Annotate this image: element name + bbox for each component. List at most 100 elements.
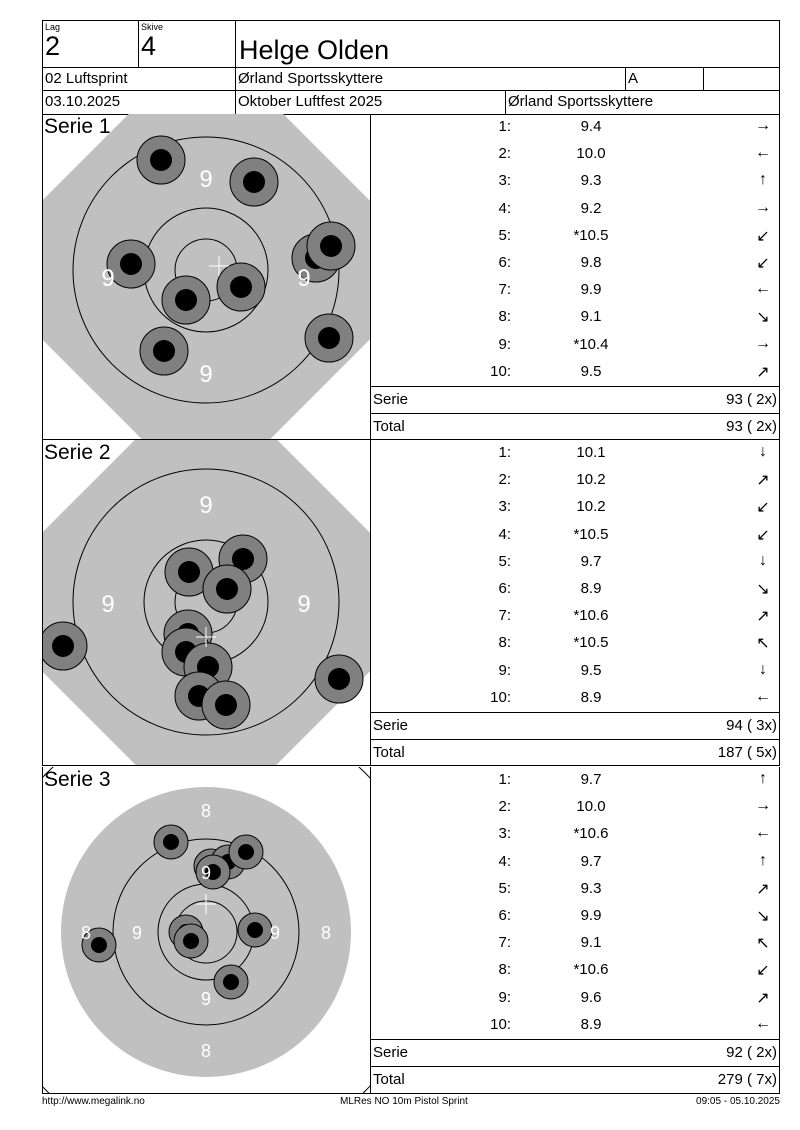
group-center-cross: [196, 627, 216, 647]
shot-number: 8:: [498, 308, 511, 326]
shot-row: 8:*10.5↖: [371, 630, 779, 657]
shot-center: [328, 668, 350, 690]
direction-arrow-icon: ↖: [756, 635, 770, 653]
group-center-cross: [209, 256, 229, 276]
total-value: 187 ( 5x): [717, 744, 777, 761]
direction-arrow-icon: ↙: [756, 227, 770, 245]
direction-arrow-icon: ↖: [756, 935, 770, 953]
group-center-cross: [196, 894, 216, 914]
direction-arrow-icon: ↙: [756, 499, 770, 517]
ring: [72, 136, 340, 404]
direction-arrow-icon: ←: [755, 1014, 771, 1032]
direction-arrow-icon: ←: [755, 687, 771, 705]
shot-row: 7:9.1↖: [371, 930, 779, 957]
footer-url[interactable]: http://www.megalink.no: [42, 1096, 145, 1107]
shot-number: 6:: [498, 254, 511, 271]
direction-arrow-icon: ↙: [756, 962, 770, 980]
shot-row: 2:10.2↗: [371, 467, 779, 494]
shot-score: 9.5: [580, 362, 602, 380]
serie-value: 93 ( 2x): [726, 391, 777, 408]
shot-center: [52, 635, 74, 657]
shot-score: 10.0: [576, 798, 606, 816]
ring-label: 9: [270, 923, 280, 943]
shot-number: 1:: [498, 444, 511, 461]
shot-row: 10:8.9←: [371, 1012, 779, 1039]
direction-arrow-icon: →: [755, 797, 771, 815]
shot-center: [120, 253, 142, 275]
shot-score: 9.6: [580, 988, 602, 1006]
shot-row: 1:10.1↓: [371, 440, 779, 467]
lag-value: 2: [45, 31, 61, 61]
ring-label: 8: [81, 923, 91, 943]
lag-label: Lag: [45, 22, 61, 32]
shot-number: 7:: [498, 281, 511, 299]
shot-center: [230, 276, 252, 298]
shot-row: 2:10.0←: [371, 141, 779, 168]
direction-arrow-icon: ↑: [759, 171, 767, 189]
serie-title: Serie 1: [44, 115, 111, 138]
ring-label: 9: [101, 591, 114, 618]
shot-center: [223, 974, 239, 990]
shot-number: 7:: [498, 607, 511, 625]
shot-score: 10.2: [576, 498, 606, 516]
ring-label: 9: [101, 265, 114, 292]
shot-number: 9:: [498, 661, 511, 679]
skive-label: Skive: [141, 22, 164, 32]
competition-class: 02 Luftsprint: [42, 67, 236, 91]
shot-row: 2:10.0→: [371, 794, 779, 821]
target-background: [43, 114, 370, 439]
shot-center: [215, 694, 237, 716]
shot-number: 6:: [498, 907, 511, 924]
shot-row: 7:*10.6↗: [371, 603, 779, 630]
direction-arrow-icon: ←: [755, 824, 771, 842]
shot-row: 7:9.9←: [371, 277, 779, 304]
shot-score: 9.9: [580, 907, 602, 924]
shot-center: [318, 327, 340, 349]
shot-center: [178, 561, 200, 583]
shot-row: 9:9.6↗: [371, 985, 779, 1012]
shooter-name: Helge Olden: [239, 35, 390, 65]
shot-score: 8.9: [580, 1015, 602, 1033]
shot-number: 1:: [498, 771, 511, 788]
shot-number: 2:: [498, 471, 511, 489]
skive-cell: Skive 4: [138, 20, 236, 68]
ring: [112, 838, 300, 1026]
shot-number: 3:: [498, 825, 511, 843]
ring-label: 9: [201, 989, 211, 1009]
shot-number: 10:: [490, 688, 511, 706]
shot-center: [150, 149, 172, 171]
shot-score: 9.2: [580, 199, 602, 217]
shot-number: 10:: [490, 362, 511, 380]
shot-center: [247, 922, 263, 938]
serie-title: Serie 3: [44, 768, 111, 791]
shot-number: 9:: [498, 335, 511, 353]
shot-score: 9.7: [580, 552, 602, 570]
shot-row: 9:*10.4→: [371, 332, 779, 359]
direction-arrow-icon: ↘: [756, 908, 770, 925]
shot-score: 9.3: [580, 172, 602, 190]
shot-center: [216, 578, 238, 600]
shot-row: 5:9.7↓: [371, 549, 779, 576]
shot-score: 8.9: [580, 688, 602, 706]
shot-number: 5:: [498, 879, 511, 897]
total-value: 93 ( 2x): [726, 418, 777, 435]
ring-label: 8: [201, 1041, 211, 1061]
direction-arrow-icon: ↙: [756, 526, 770, 544]
shot-number: 4:: [498, 525, 511, 543]
shot-score: *10.6: [573, 825, 609, 843]
shot-center: [163, 834, 179, 850]
serie-value: 92 ( 2x): [726, 1044, 777, 1061]
ring-label: 9: [297, 591, 310, 618]
shot-row: 4:9.2→: [371, 196, 779, 223]
shot-number: 3:: [498, 172, 511, 190]
shot-row: 3: 9.3 ↑: [371, 168, 779, 195]
class-letter: A: [625, 67, 704, 91]
shooter-cell: Helge Olden: [235, 20, 780, 68]
